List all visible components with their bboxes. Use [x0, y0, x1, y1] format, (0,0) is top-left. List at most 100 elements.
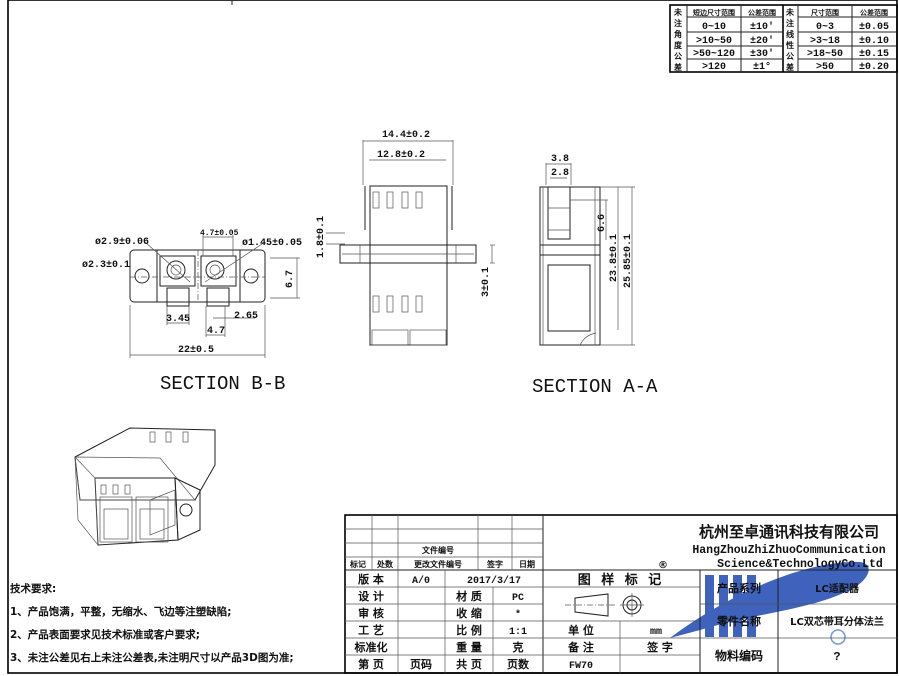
section-bb-view: ø2.9±0.06 ø2.3±0.1 4.7±0.05 ø1.45±0.05 6… [82, 229, 302, 395]
company-logo-watermark [670, 561, 869, 645]
unit-value: mm [650, 627, 662, 638]
tol-cell: ±10' [750, 21, 774, 33]
section-aa-front-view: 14.4±0.2 12.8±0.2 1.8±0.1 3±0.1 [316, 130, 495, 346]
scale-value: 1:1 [509, 627, 527, 638]
rev-header: 标记 [349, 559, 366, 569]
part-label: 零件名称 [716, 614, 761, 628]
rev-header: 日期 [519, 559, 535, 569]
tol-label-char: 注 [786, 18, 794, 28]
code-value: ? [833, 650, 840, 664]
tol-label-char: 差 [785, 62, 794, 72]
rev-header: 更改文件编号 [414, 559, 462, 569]
series-value: LC适配器 [815, 582, 860, 595]
code-label: 物料编码 [715, 648, 763, 663]
file-no-label: 文件编号 [422, 545, 454, 555]
tol-header: 公差范围 [748, 8, 776, 17]
tol-cell: ±0.05 [859, 22, 889, 33]
tol-label-char: 未 [673, 7, 682, 17]
company-name-cn: 杭州至卓通讯科技有限公司 [699, 523, 879, 541]
shrink-value: * [515, 609, 521, 621]
remark-value: FW70 [569, 661, 593, 672]
sheet-border [7, 0, 898, 674]
process-label: 工 艺 [358, 623, 384, 637]
note-item: 2、产品表面要求见技术标准或客户要求; [10, 629, 201, 641]
remark-label: 备 注 [567, 640, 594, 654]
dim-label: 1.8±0.1 [316, 216, 327, 258]
dim-label: 23.8±0.1 [609, 234, 620, 282]
dim-label: ø1.45±0.05 [242, 238, 302, 249]
rev-header: 签字 [486, 559, 503, 569]
weight-label: 重 量 [456, 640, 482, 654]
material-value: PC [512, 593, 524, 604]
note-item: 1、产品饱满，平整，无缩水、飞边等注塑缺陷; [10, 606, 232, 618]
version-label: 版 本 [358, 572, 384, 586]
dim-label: 14.4±0.2 [382, 130, 430, 141]
design-label: 设 计 [358, 589, 384, 603]
tol-header: 短边尺寸范围 [693, 8, 735, 17]
tol-label-char: 角 [674, 29, 682, 39]
unit-label: 单 位 [568, 623, 594, 637]
section-bb-title: SECTION B-B [160, 373, 285, 395]
dim-label: 4.7±0.05 [200, 229, 239, 238]
drawing-mark-label: 图 样 标 记 [578, 572, 665, 588]
dim-label: 6.7 [285, 270, 296, 288]
technical-requirements: 技术要求: 1、产品饱满，平整，无缩水、飞边等注塑缺陷; 2、产品表面要求见技术… [10, 578, 294, 670]
material-label: 材 质 [456, 589, 482, 603]
series-label: 产品系列 [717, 581, 761, 595]
dim-label: 2.65 [234, 311, 258, 322]
tol-cell: 0~10 [702, 22, 726, 33]
dim-label: ø2.3±0.1 [82, 260, 130, 271]
projection-symbol-icon [565, 593, 644, 617]
tol-cell: 0~3 [816, 22, 834, 33]
page-value: 页码 [410, 658, 432, 671]
tol-cell: ±1° [753, 61, 771, 73]
tol-label-char: 度 [674, 40, 683, 50]
tol-header: 尺寸范围 [810, 8, 839, 17]
section-aa-side-view: 3.8 2.8 6.6 23.8±0.1 25.85±0.1 SECTION A… [532, 154, 658, 398]
tol-label-char: 注 [674, 18, 682, 28]
total-label: 共 页 [456, 657, 482, 671]
dim-label: 3.8 [551, 154, 569, 165]
review-label: 审 核 [358, 606, 384, 620]
section-aa-title: SECTION A-A [532, 376, 658, 398]
sign-label: 签 字 [646, 640, 673, 654]
dim-label: ø2.9±0.06 [95, 237, 149, 248]
tol-cell: >120 [702, 62, 726, 73]
tol-label-char: 线 [786, 29, 794, 39]
isometric-view [74, 427, 216, 547]
scale-label: 比 例 [456, 623, 482, 637]
part-value: LC双芯带耳分体法兰 [790, 615, 884, 628]
rev-header: 处数 [376, 559, 394, 569]
date-value: 2017/3/17 [467, 575, 521, 587]
dim-label: 6.6 [597, 214, 608, 232]
standard-label: 标准化 [354, 640, 388, 654]
tol-label-char: 性 [786, 40, 794, 50]
tol-cell: >50~120 [693, 49, 735, 60]
dim-label: 4.7 [207, 326, 225, 337]
tol-label-char: 差 [673, 62, 682, 72]
version-value: A/0 [412, 575, 430, 587]
title-block: 文件编号 标记 处数 更改文件编号 签字 日期 版 本 设 计 审 核 工 艺 … [344, 514, 898, 674]
company-name-en-1: HangZhouZhiZhuoCommunication [692, 544, 885, 557]
dim-label: 3.45 [166, 314, 190, 325]
tol-header: 公差范围 [860, 8, 888, 17]
shrink-label: 收 缩 [456, 606, 482, 620]
tol-cell: >50 [816, 62, 834, 73]
dim-label: 2.8 [551, 168, 569, 179]
tol-cell: >3~18 [810, 36, 840, 47]
note-item: 3、未注公差见右上未注公差表,未注明尺寸以产品3D图为准; [10, 652, 294, 664]
tol-label-char: 公 [786, 52, 794, 61]
tol-cell: ±20' [750, 35, 774, 47]
tol-cell: >18~50 [807, 49, 843, 60]
tol-cell: ±0.10 [859, 36, 889, 47]
dim-label: 12.8±0.2 [377, 150, 425, 161]
weight-unit: 克 [513, 640, 524, 654]
total-value: 页数 [507, 657, 530, 671]
tol-cell: ±30' [750, 48, 774, 60]
registered-mark: ® [658, 560, 668, 571]
dim-label: 3±0.1 [481, 267, 492, 297]
dim-label: 25.85±0.1 [623, 234, 634, 288]
tol-label-char: 未 [785, 7, 794, 17]
tolerance-table: 未 注 角 度 公 差 未 注 线 性 公 差 短边尺寸范围 公差范围 尺寸范围… [669, 4, 898, 73]
